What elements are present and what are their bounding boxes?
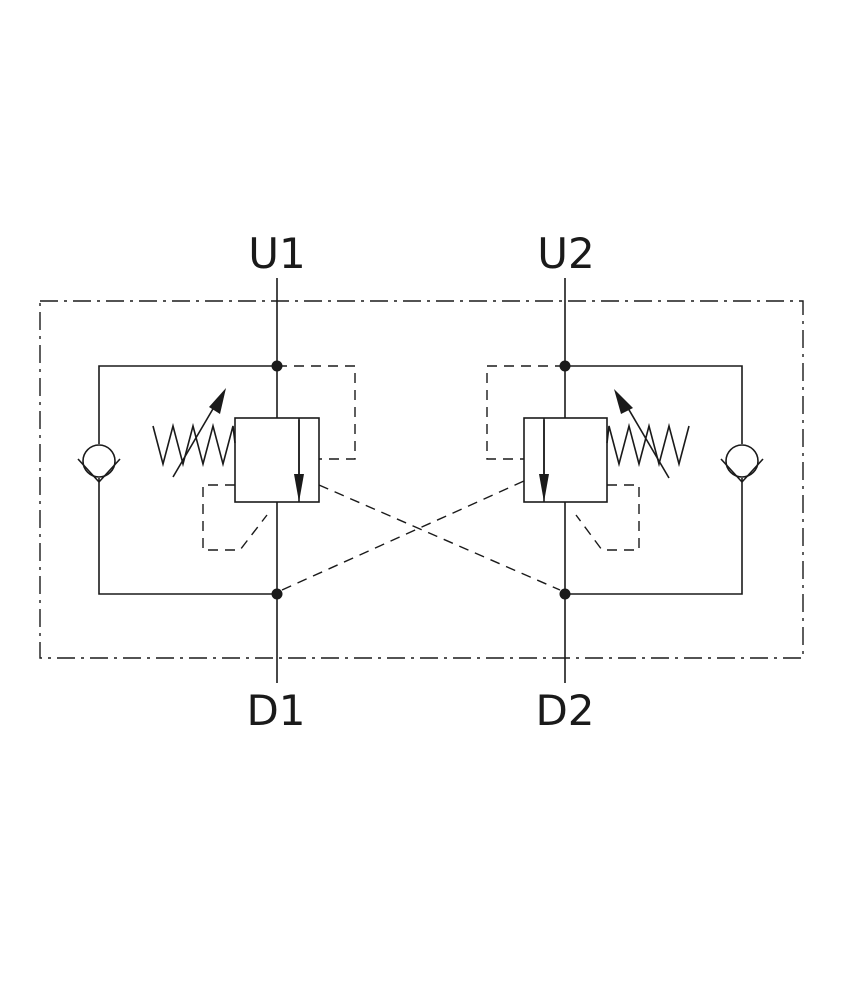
adjust-arrow-shaft-right (624, 402, 670, 479)
bypass-line-right-lower (565, 478, 743, 595)
port-label-d2: D2 (535, 686, 594, 735)
bypass-line-left (98, 365, 277, 444)
adjust-arrow-head-right-icon (614, 389, 633, 414)
junction-node-d1 (271, 588, 283, 600)
relief-valve-body-right (523, 417, 608, 503)
relief-valve-body-left (234, 417, 320, 503)
cross-pilot-line-left-valve-to-d2 (318, 484, 561, 591)
valve-block-enclosure (39, 300, 804, 659)
bypass-line-left-lower (98, 478, 277, 595)
port-label-d1: D1 (246, 686, 305, 735)
adjust-arrow-head-left-icon (209, 388, 226, 414)
pilot-line-left-lower (202, 484, 268, 551)
cross-pilot-line-d1-to-right-valve (281, 480, 525, 591)
junction-node-d2 (559, 588, 571, 600)
left-circuit (77, 278, 356, 683)
pilot-line-right-lower (575, 484, 640, 551)
junction-node-u2 (559, 360, 571, 372)
flow-arrow-head-left-icon (294, 474, 304, 502)
junction-node-u1 (271, 360, 283, 372)
port-label-u1: U1 (248, 229, 305, 278)
port-label-u2: U2 (537, 229, 594, 278)
adjust-arrow-shaft-left (172, 401, 218, 478)
check-valve-left-icon (77, 444, 121, 484)
pilot-line-right-upper (486, 365, 565, 460)
spring-right-icon (606, 422, 690, 468)
pilot-line-left-upper (277, 365, 356, 460)
right-circuit (486, 278, 764, 683)
check-valve-right-icon (720, 444, 764, 484)
spring-left-icon (152, 422, 236, 468)
flow-arrow-head-right-icon (539, 474, 549, 502)
bypass-line-right (565, 365, 743, 444)
